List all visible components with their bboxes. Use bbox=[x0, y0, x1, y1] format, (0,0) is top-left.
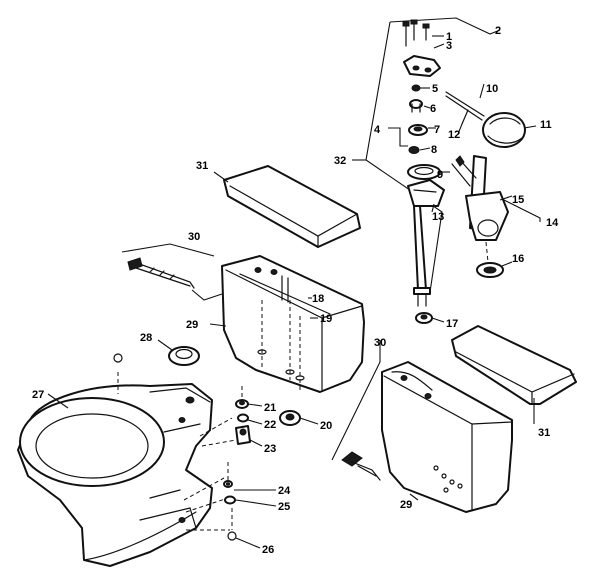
tank-lid-right bbox=[451, 325, 577, 405]
callout-17: 17 bbox=[446, 318, 458, 330]
callout-14: 14 bbox=[546, 217, 559, 229]
callout-19: 19 bbox=[320, 313, 332, 325]
callout-23: 23 bbox=[264, 443, 276, 455]
fill-valve-assembly bbox=[365, 17, 541, 324]
callout-5: 5 bbox=[432, 83, 438, 95]
callout-32: 32 bbox=[334, 155, 346, 167]
spud-gasket bbox=[168, 346, 200, 366]
callout-27: 27 bbox=[32, 389, 44, 401]
callout-12: 12 bbox=[448, 129, 460, 141]
trip-lever-right bbox=[331, 340, 381, 481]
callout-10: 10 bbox=[486, 83, 498, 95]
callout-15: 15 bbox=[512, 194, 524, 206]
callout-21: 21 bbox=[264, 402, 276, 414]
callout-31-top: 31 bbox=[196, 160, 208, 172]
callout-2: 2 bbox=[495, 25, 501, 37]
callout-29-left: 29 bbox=[186, 319, 198, 331]
callout-22: 22 bbox=[264, 419, 276, 431]
callout-29-right: 29 bbox=[400, 499, 412, 511]
toilet-bowl bbox=[17, 353, 237, 567]
callout-24: 24 bbox=[278, 485, 291, 497]
callout-30-right: 30 bbox=[374, 337, 386, 349]
leader-lines bbox=[47, 35, 537, 549]
callout-31-right: 31 bbox=[538, 427, 550, 439]
callout-4: 4 bbox=[374, 124, 381, 136]
trip-lever-left bbox=[121, 243, 223, 301]
callout-30-left: 30 bbox=[188, 231, 200, 243]
callout-26: 26 bbox=[262, 544, 274, 556]
callout-25: 25 bbox=[278, 501, 290, 513]
callout-8: 8 bbox=[431, 144, 437, 156]
callout-labels: 1 2 3 4 5 6 7 8 9 10 11 12 13 14 15 16 1… bbox=[32, 25, 559, 556]
callout-6: 6 bbox=[430, 103, 436, 115]
tank-right bbox=[381, 361, 513, 513]
tank-lid-top bbox=[223, 165, 361, 248]
callout-1: 1 bbox=[446, 31, 452, 43]
tank-bolt-hardware bbox=[223, 386, 301, 541]
callout-13: 13 bbox=[432, 211, 444, 223]
tank-left bbox=[221, 255, 365, 393]
callout-7: 7 bbox=[434, 124, 440, 136]
callout-3: 3 bbox=[446, 40, 452, 52]
callout-11: 11 bbox=[540, 119, 552, 131]
callout-18: 18 bbox=[312, 293, 324, 305]
callout-9: 9 bbox=[437, 169, 443, 181]
callout-16: 16 bbox=[512, 253, 524, 265]
callout-28: 28 bbox=[140, 332, 152, 344]
callout-20: 20 bbox=[320, 420, 332, 432]
